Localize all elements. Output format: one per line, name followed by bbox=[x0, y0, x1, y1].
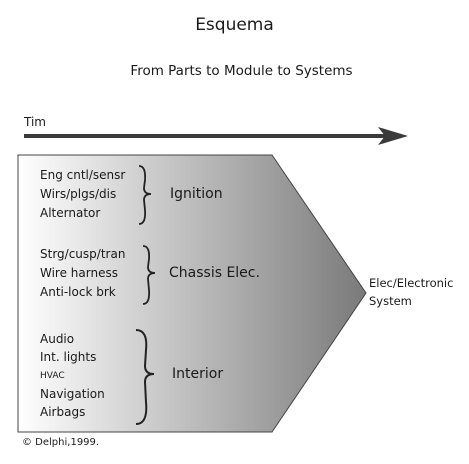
part-anti-lock: Anti-lock brk bbox=[40, 285, 116, 299]
part-audio: Audio bbox=[40, 332, 75, 346]
part-airbags: Airbags bbox=[40, 405, 86, 419]
part-wire-harness: Wire harness bbox=[40, 266, 118, 280]
part-navigation: Navigation bbox=[40, 387, 105, 401]
brace-interior bbox=[135, 329, 155, 425]
time-arrow-head-icon bbox=[378, 127, 408, 145]
part-wirs-plgs: Wirs/plgs/dis bbox=[40, 187, 117, 201]
module-pentagon bbox=[17, 154, 367, 433]
part-strg-cusp: Strg/cusp/tran bbox=[40, 247, 126, 261]
module-chassis-elec: Chassis Elec. bbox=[169, 265, 260, 281]
module-ignition: Ignition bbox=[170, 186, 223, 202]
brace-ignition bbox=[138, 165, 152, 225]
diagram-title: Esquema bbox=[195, 15, 274, 35]
part-int-lights: Int. lights bbox=[40, 350, 97, 364]
part-eng-cntl: Eng cntl/sensr bbox=[40, 168, 126, 182]
copyright-note: © Delphi,1999. bbox=[22, 437, 100, 448]
module-interior: Interior bbox=[172, 366, 224, 382]
part-alternator: Alternator bbox=[40, 206, 101, 220]
diagram-subtitle: From Parts to Module to Systems bbox=[130, 63, 353, 79]
system-label: Elec/Electronic System bbox=[369, 276, 454, 308]
time-axis-label: Tim bbox=[24, 115, 46, 129]
brace-chassis bbox=[142, 245, 156, 305]
part-hvac: HVAC bbox=[40, 371, 65, 381]
